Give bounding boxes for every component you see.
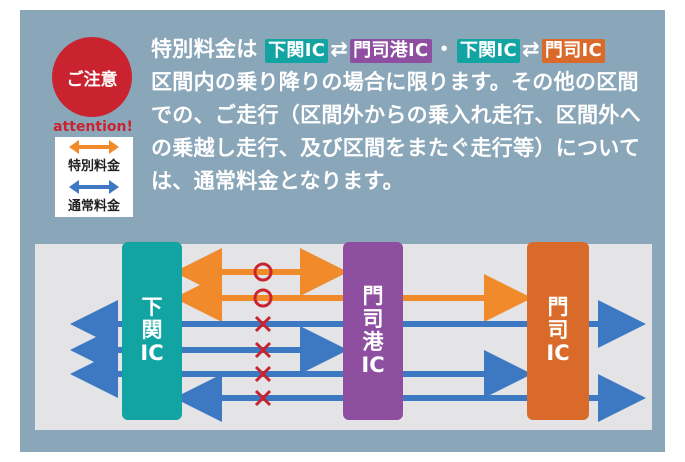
chip-moji-ic: 門司IC (541, 39, 605, 63)
caution-badge-text: ご注意 (66, 69, 118, 90)
separator-dot: ・ (433, 37, 455, 61)
caution-badge: ご注意 (52, 37, 132, 117)
notice-body: 区間内の乗り降りの場合に限ります。その他の区間での、ご走行（区間外からの乗入れ走… (151, 70, 641, 193)
notice-text: 特別料金は 下関IC⇄門司港IC・下関IC⇄門司IC 区間内の乗り降りの場合に限… (151, 33, 656, 198)
ng-mark-3 (254, 365, 272, 383)
shimonoseki-ic-block: 下 関 IC (122, 242, 182, 420)
fare-legend: 特別料金 通常料金 (55, 137, 133, 217)
normal-fare-arrow-icon (69, 180, 119, 194)
bidirectional-arrow-icon-2: ⇄ (521, 37, 540, 61)
chip-mojiko-ic: 門司港IC (350, 39, 432, 63)
ng-mark-4 (254, 389, 272, 407)
shimonoseki-ic-label: 下 関 IC (140, 295, 164, 365)
ok-mark-1 (253, 262, 273, 282)
ok-mark-2 (253, 288, 273, 308)
moji-ic-block: 門 司 IC (527, 242, 589, 420)
ng-mark-1 (254, 315, 272, 333)
chip-shimonoseki-ic-2: 下関IC (456, 39, 520, 63)
normal-fare-label: 通常料金 (67, 199, 120, 214)
special-fare-label: 特別料金 (67, 159, 120, 174)
chip-shimonoseki-ic: 下関IC (265, 39, 329, 63)
bidirectional-arrow-icon: ⇄ (330, 37, 349, 61)
special-fare-arrow-icon (69, 140, 119, 154)
ng-mark-2 (254, 341, 272, 359)
attention-label: attention! (53, 119, 133, 135)
notice-prefix: 特別料金は (151, 37, 258, 61)
mojiko-ic-block: 門 司 港 IC (343, 242, 403, 420)
moji-ic-label: 門 司 IC (546, 295, 570, 365)
mojiko-ic-label: 門 司 港 IC (361, 284, 385, 377)
